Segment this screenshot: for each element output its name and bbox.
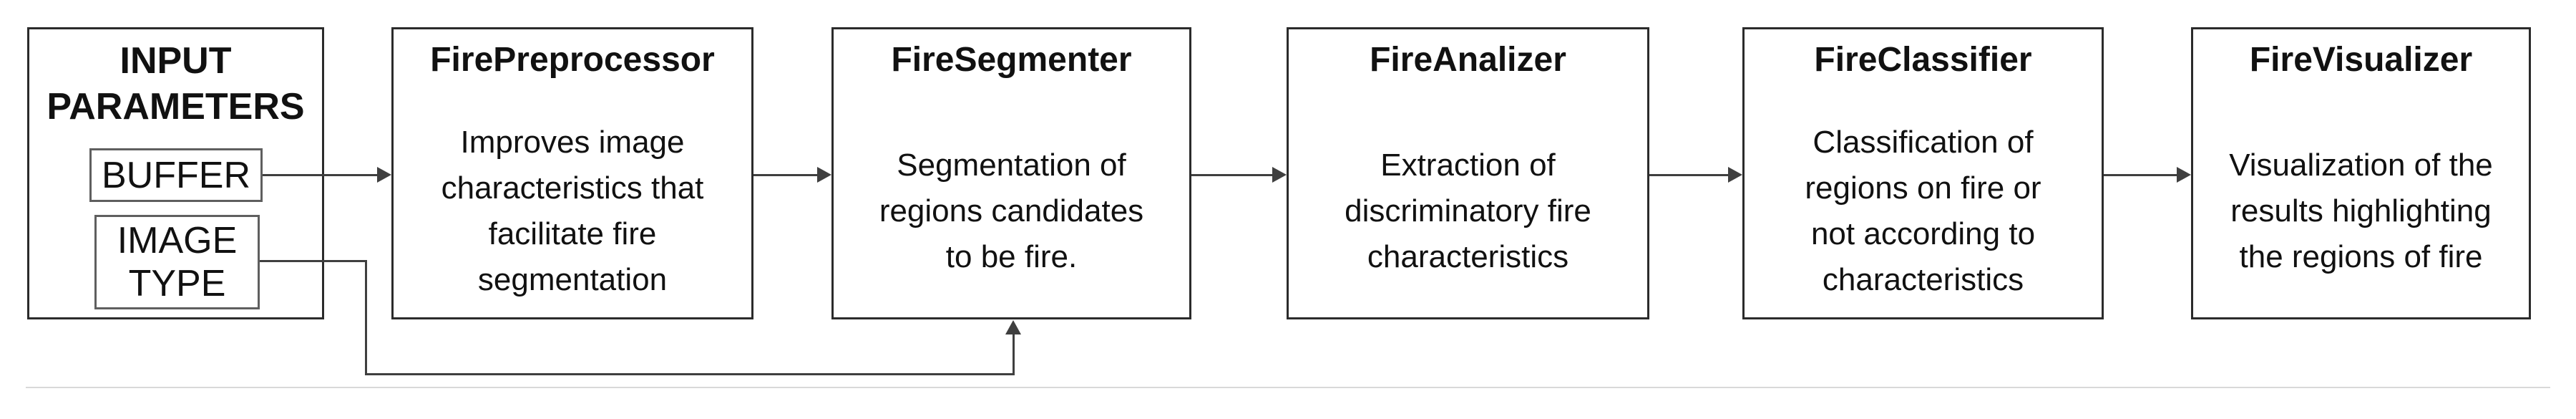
module-description-fireclassifier: Classification of regions on fire or not… <box>1805 125 2041 297</box>
module-description-firevisualizer: Visualization of the results highlightin… <box>2229 148 2493 274</box>
divider-line <box>26 387 2550 388</box>
module-title-firevisualizer: FireVisualizer <box>2249 41 2473 79</box>
arrowhead-right-icon <box>2177 167 2191 183</box>
image-type-param-label: IMAGE TYPE <box>117 220 238 304</box>
module-box-fireclassifier: FireClassifier Classification of regions… <box>1742 27 2104 319</box>
connector-buffer-to-preprocessor <box>263 174 377 176</box>
arrowhead-right-icon <box>1728 167 1742 183</box>
arrowhead-right-icon <box>1272 167 1287 183</box>
module-title-fireclassifier: FireClassifier <box>1814 41 2032 79</box>
module-description-firepreprocessor: Improves image characteristics that faci… <box>441 125 704 297</box>
buffer-param-box: BUFFER <box>89 148 263 202</box>
connector-analizer-to-classifier <box>1649 174 1728 176</box>
connector-imagetype-vertical-1 <box>365 260 367 375</box>
connector-imagetype-horizontal-2 <box>365 373 1015 375</box>
module-box-firesegmenter: FireSegmenter Segmentation of regions ca… <box>831 27 1191 319</box>
arrowhead-up-icon <box>1005 320 1021 334</box>
module-title-firepreprocessor: FirePreprocessor <box>430 41 715 79</box>
input-parameters-title: INPUT PARAMETERS <box>47 40 305 127</box>
connector-segmenter-to-analizer <box>1191 174 1272 176</box>
connector-imagetype-vertical-2 <box>1013 334 1015 375</box>
module-box-firevisualizer: FireVisualizer Visualization of the resu… <box>2191 27 2531 319</box>
module-box-firepreprocessor: FirePreprocessor Improves image characte… <box>391 27 753 319</box>
arrowhead-right-icon <box>377 167 391 183</box>
connector-preprocessor-to-segmenter <box>753 174 817 176</box>
module-description-fireanalizer: Extraction of discriminatory fire charac… <box>1345 148 1591 274</box>
module-description-firesegmenter: Segmentation of regions candidates to be… <box>879 148 1144 274</box>
module-title-fireanalizer: FireAnalizer <box>1370 41 1566 79</box>
connector-classifier-to-visualizer <box>2104 174 2177 176</box>
module-title-firesegmenter: FireSegmenter <box>891 41 1132 79</box>
module-box-fireanalizer: FireAnalizer Extraction of discriminator… <box>1287 27 1649 319</box>
buffer-param-label: BUFFER <box>102 154 250 196</box>
arrowhead-right-icon <box>817 167 831 183</box>
connector-imagetype-horizontal-1 <box>260 260 367 262</box>
image-type-param-box: IMAGE TYPE <box>94 215 260 309</box>
